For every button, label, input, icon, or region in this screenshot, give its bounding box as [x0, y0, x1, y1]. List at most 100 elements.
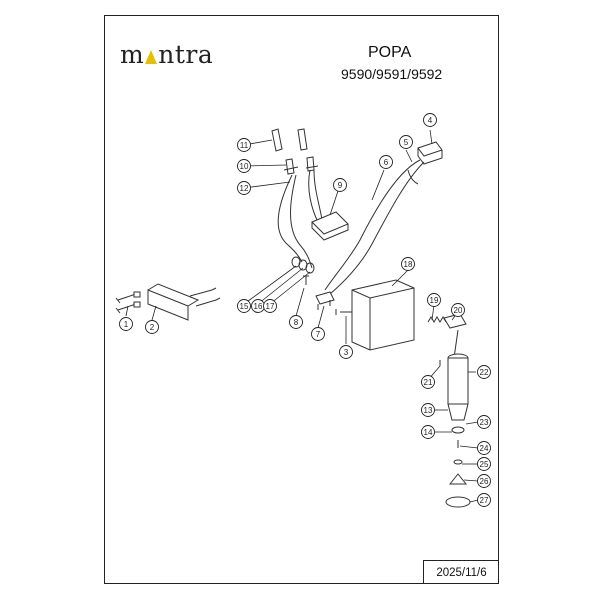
callout-number: 2 [150, 323, 155, 332]
washer-icon [453, 459, 463, 465]
part-callout-9: 9 [333, 178, 347, 192]
part-callout-21: 21 [421, 375, 435, 389]
revision-date: 2025/11/6 [423, 560, 499, 584]
callout-circle [477, 415, 491, 429]
brand-logo-triangle-icon [145, 50, 158, 64]
screw-icon [189, 287, 221, 307]
callout-circle [477, 457, 491, 471]
callout-circle [421, 375, 435, 389]
callout-circle [263, 299, 277, 313]
callout-number: 27 [480, 496, 489, 505]
wire-icon [329, 161, 425, 295]
brand-logo-rest: ntra [158, 40, 214, 69]
callout-circle [379, 155, 393, 169]
callout-number: 23 [480, 418, 489, 427]
callout-circle [477, 365, 491, 379]
part-callout-24: 24 [477, 441, 491, 455]
part-callout-6: 6 [379, 155, 393, 169]
callout-number: 1 [124, 320, 129, 329]
part-callout-10: 10 [237, 159, 251, 173]
callout-number: 12 [240, 184, 249, 193]
wall-anchor-icon [115, 291, 141, 314]
arm-icon [443, 313, 467, 359]
callout-number: 17 [266, 302, 275, 311]
ring-icon [451, 426, 465, 434]
callout-circle [451, 303, 465, 317]
callout-number: 6 [384, 158, 389, 167]
callout-circle [339, 345, 353, 359]
callout-number: 4 [428, 116, 433, 125]
callout-number: 26 [480, 477, 489, 486]
part-callout-27: 27 [477, 493, 491, 507]
part-callout-5: 5 [399, 135, 413, 149]
callout-circle [477, 474, 491, 488]
screw-icon [303, 275, 309, 285]
callout-number: 5 [404, 138, 409, 147]
callout-number: 10 [240, 162, 249, 171]
part-callout-11: 11 [237, 138, 251, 152]
cable-clamp-icon [315, 291, 335, 310]
part-callout-16: 16 [251, 299, 265, 313]
part-callout-23: 23 [477, 415, 491, 429]
callout-number: 15 [240, 302, 249, 311]
callout-number: 14 [424, 428, 433, 437]
callout-number: 9 [338, 181, 343, 190]
callout-circle [401, 257, 415, 271]
callout-number: 25 [480, 460, 489, 469]
drawing-frame [104, 15, 499, 584]
part-callout-3: 3 [339, 345, 353, 359]
wire-icon [290, 174, 313, 269]
grommet-icon [291, 256, 315, 274]
part-callout-13: 13 [421, 403, 435, 417]
part-callout-2: 2 [145, 320, 159, 334]
brand-logo-m: m [120, 40, 145, 69]
lamp-head-icon [447, 403, 469, 421]
callout-circle [399, 135, 413, 149]
part-callout-17: 17 [263, 299, 277, 313]
callout-number: 7 [316, 330, 321, 339]
callout-circle [145, 320, 159, 334]
callout-number: 11 [240, 141, 249, 150]
callout-circle [477, 441, 491, 455]
part-callout-18: 18 [401, 257, 415, 271]
part-callout-20: 20 [451, 303, 465, 317]
canopy-icon [351, 279, 415, 351]
callout-number: 13 [424, 406, 433, 415]
callout-number: 20 [454, 306, 463, 315]
callout-circle [237, 299, 251, 313]
callout-number: 24 [480, 444, 489, 453]
callout-number: 21 [424, 378, 433, 387]
lampholder-icon [283, 156, 319, 175]
junction-box-icon [311, 211, 349, 241]
callout-circle [421, 425, 435, 439]
part-callout-4: 4 [423, 113, 437, 127]
part-callout-22: 22 [477, 365, 491, 379]
wire-icon [324, 159, 421, 291]
callout-circle [477, 493, 491, 507]
mounting-bracket-icon [147, 283, 200, 321]
callout-number: 18 [404, 260, 413, 269]
callout-circle [119, 317, 133, 331]
model-numbers: 9590/9591/9592 [341, 66, 443, 82]
callout-circle [311, 327, 325, 341]
part-callout-25: 25 [477, 457, 491, 471]
part-callout-1: 1 [119, 317, 133, 331]
callout-number: 22 [480, 368, 489, 377]
callout-number: 16 [254, 302, 263, 311]
part-callout-14: 14 [421, 425, 435, 439]
spring-icon [427, 316, 447, 323]
callout-circle [427, 293, 441, 307]
callout-circle [237, 159, 251, 173]
part-callout-15: 15 [237, 299, 251, 313]
lamp-body-icon [447, 353, 469, 405]
terminal-block-icon [417, 141, 443, 165]
part-callout-8: 8 [289, 315, 303, 329]
wire-icon [313, 169, 323, 221]
callout-circle [423, 113, 437, 127]
callout-circle [333, 178, 347, 192]
wire-icon [277, 174, 303, 263]
screw-icon [335, 309, 354, 315]
